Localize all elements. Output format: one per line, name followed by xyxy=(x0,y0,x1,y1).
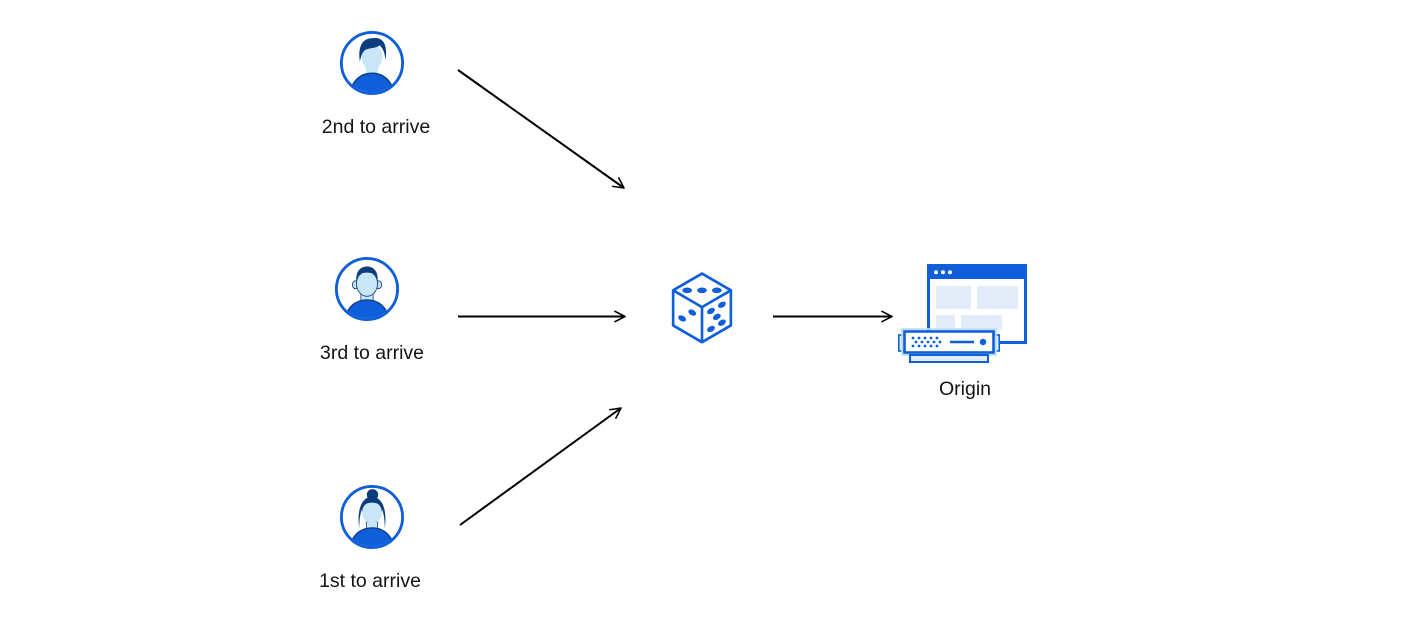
dice-icon xyxy=(671,272,733,344)
arrow-visitor2-to-dice xyxy=(457,69,625,189)
user-avatar-woman-bun-icon xyxy=(339,484,405,550)
arrow-visitor1-to-dice xyxy=(459,407,622,526)
node-visitor-third xyxy=(333,255,401,323)
user-avatar-man-short-hair-icon xyxy=(334,256,400,322)
server-icon xyxy=(898,328,1000,363)
node-visitor-first xyxy=(338,483,406,551)
origin-label: Origin xyxy=(938,378,992,400)
node-random-selector xyxy=(663,268,741,359)
node-visitor-second xyxy=(338,29,406,97)
visitor-first-label: 1st to arrive xyxy=(319,570,421,592)
visitor-second-label: 2nd to arrive xyxy=(321,116,431,138)
visitor-third-label: 3rd to arrive xyxy=(319,342,425,364)
node-origin xyxy=(898,263,1030,365)
user-avatar-man-swept-hair-icon xyxy=(339,30,405,96)
